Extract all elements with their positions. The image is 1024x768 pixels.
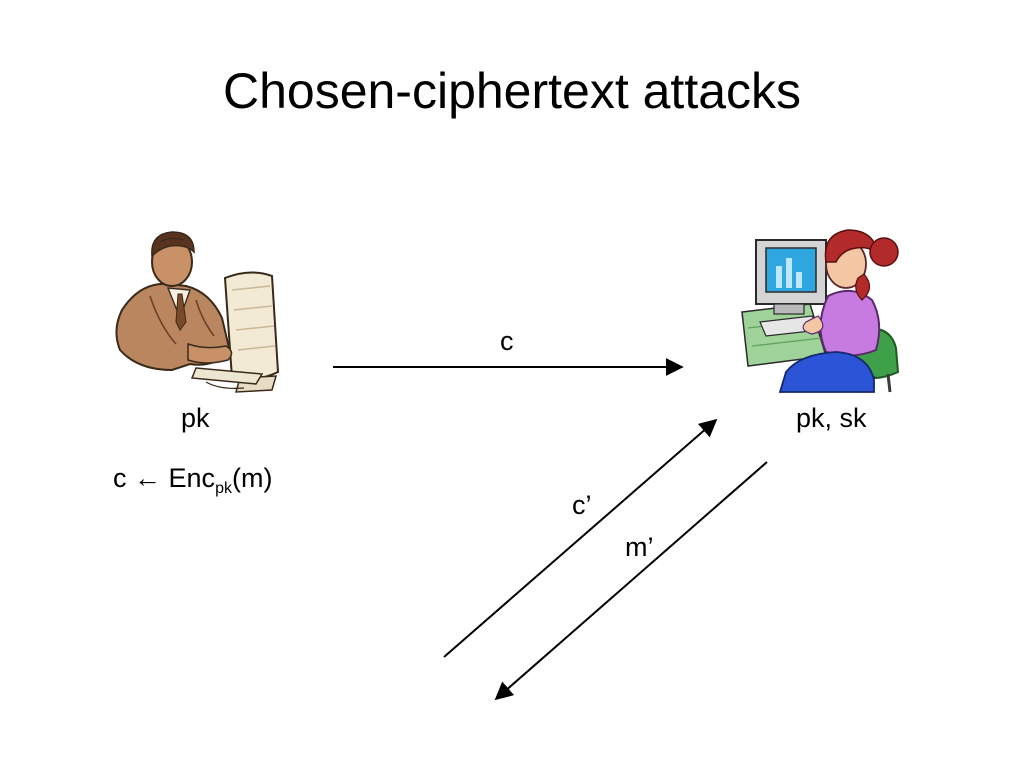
encryption-formula: c ← Encpk(m) bbox=[113, 463, 272, 498]
query-label: c’ bbox=[572, 490, 592, 520]
encrypt-subscript: pk bbox=[215, 480, 232, 497]
query-arrow bbox=[443, 418, 718, 658]
response-arrow bbox=[494, 461, 768, 701]
sender-person-icon bbox=[115, 231, 280, 393]
ciphertext-label: c bbox=[500, 326, 514, 356]
encrypt-arg: (m) bbox=[231, 463, 273, 493]
receiver-key-label: pk, sk bbox=[796, 403, 867, 433]
left-arrow-icon: ← bbox=[134, 463, 162, 493]
encrypt-prefix: c bbox=[113, 463, 127, 493]
slide-title: Chosen-ciphertext attacks bbox=[222, 63, 802, 119]
sender-key-label: pk bbox=[181, 403, 210, 433]
response-label: m’ bbox=[625, 532, 654, 562]
encrypt-fn: Enc bbox=[168, 463, 216, 493]
receiver-person-icon bbox=[741, 229, 900, 393]
